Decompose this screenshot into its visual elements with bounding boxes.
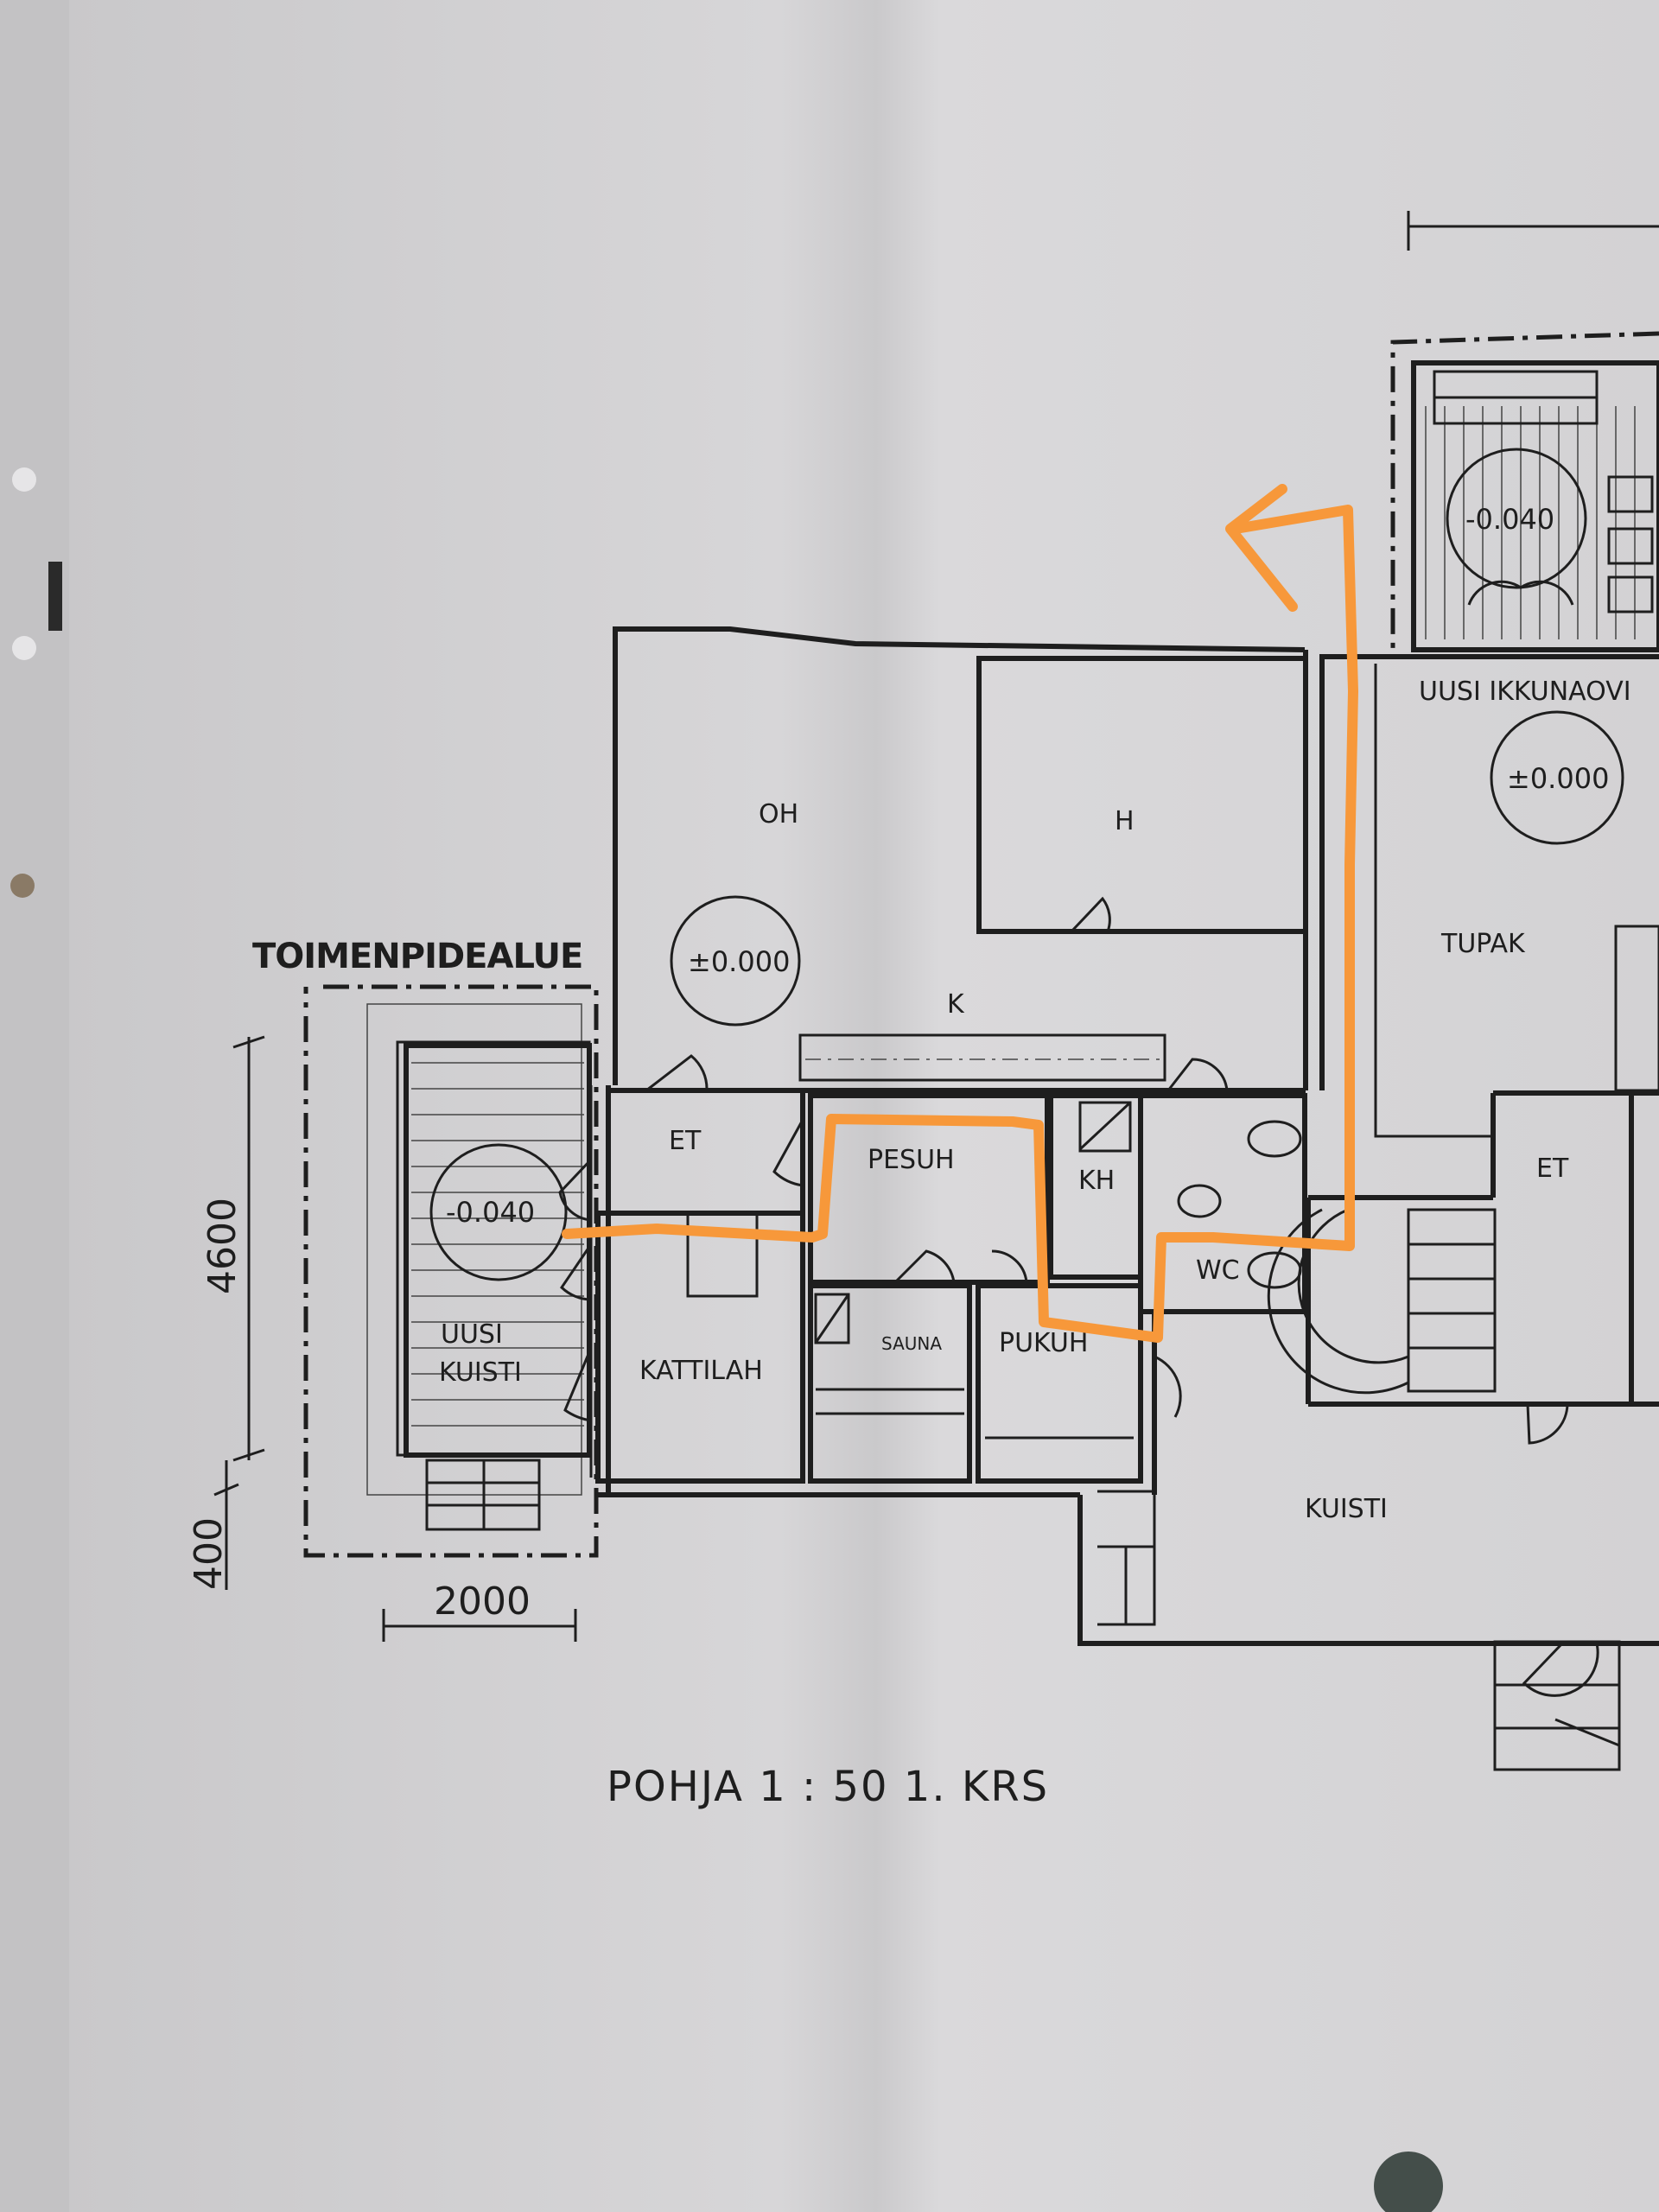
route-arrowhead-icon [1225, 484, 1298, 612]
porch-deck-boards [411, 1062, 584, 1427]
room-label-kuisti: KUISTI [1305, 1494, 1388, 1524]
room-label-et-right: ET [1536, 1154, 1569, 1184]
area-title: TOIMENPIDEALUE [252, 937, 582, 976]
terrace-boards [1425, 406, 1636, 639]
room-label-wc: WC [1196, 1255, 1240, 1286]
binder-edge [0, 0, 69, 2212]
room-label-et-left: ET [669, 1126, 702, 1156]
dimension-height: 4600 [200, 1198, 245, 1294]
room-label-k: K [947, 989, 965, 1020]
level-top-terrace: -0.040 [1465, 503, 1554, 536]
building-walls [558, 626, 1659, 1771]
new-porch-area [303, 984, 599, 1558]
room-label-kattilah: KATTILAH [639, 1356, 763, 1386]
binder-hole [12, 467, 36, 492]
binder-hole [12, 636, 36, 660]
room-label-uusi-kuisti: KUISTI [439, 1357, 522, 1388]
dimension-lines [213, 211, 1659, 1642]
dimension-step: 400 [187, 1517, 231, 1590]
room-label-tupak: TUPAK [1440, 929, 1526, 959]
labels: TOIMENPIDEALUE OH H K TUPAK ET ET PESUH … [187, 503, 1631, 1811]
route-path [562, 505, 1358, 1343]
room-label-h: H [1115, 806, 1135, 836]
label-uusi-ikkunaovi: UUSI IKKUNAOVI [1419, 677, 1631, 707]
drawing-caption: POHJA 1 : 50 1. KRS [607, 1763, 1049, 1811]
paper [60, 0, 1659, 2212]
binder-clip [48, 562, 62, 631]
room-label-pesuh: PESUH [868, 1145, 955, 1175]
level-uusi-kuisti: -0.040 [446, 1196, 535, 1229]
top-terrace [1390, 331, 1659, 845]
room-label-uusi: UUSI [441, 1319, 503, 1350]
level-marker-oh [670, 895, 801, 1027]
room-label-oh: OH [759, 799, 798, 830]
dimension-width: 2000 [434, 1580, 531, 1624]
room-label-pukuh: PUKUH [999, 1328, 1088, 1358]
level-oh: ±0.000 [688, 945, 790, 978]
binder-rivet [10, 874, 35, 898]
route-annotation [562, 484, 1358, 1343]
room-label-sauna: SAUNA [881, 1333, 942, 1354]
shadow-blob [1374, 2152, 1443, 2212]
level-tupak: ±0.000 [1507, 762, 1609, 795]
room-label-kh: KH [1078, 1166, 1115, 1196]
